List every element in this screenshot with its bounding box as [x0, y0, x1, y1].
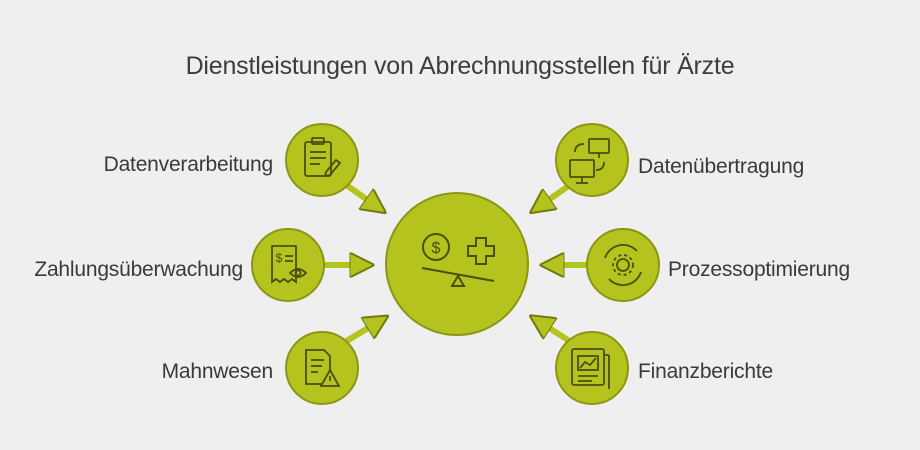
arrow-finanzberichte [540, 322, 573, 345]
label-prozessoptimierung: Prozessoptimierung [668, 258, 850, 281]
label-datenverarbeitung: Datenverarbeitung [103, 153, 274, 176]
label-finanzberichte: Finanzberichte [638, 360, 773, 383]
dollar-medical-balance-icon: $ [421, 233, 495, 287]
label-datenuebertragung: Datenübertragung [638, 155, 805, 178]
central-node: $ [385, 192, 529, 336]
gear-cycle-icon [604, 244, 642, 286]
document-warning-icon [305, 349, 341, 387]
diagram-title: Dienstleistungen von Abrechnungsstellen … [185, 52, 735, 80]
arrow-mahnwesen [343, 322, 378, 345]
svg-text:$: $ [276, 251, 283, 265]
label-mahnwesen: Mahnwesen [161, 360, 274, 383]
node-zahlungsueberwachung: $ [251, 228, 325, 302]
clipboard-edit-icon [304, 137, 342, 178]
svg-text:$: $ [432, 240, 441, 257]
receipt-eye-icon: $ [271, 245, 308, 284]
report-chart-icon [571, 348, 610, 389]
node-prozessoptimierung [586, 228, 660, 302]
node-finanzberichte [555, 331, 629, 405]
computer-transfer-icon [569, 138, 610, 184]
node-datenverarbeitung [285, 123, 359, 197]
label-zahlungsueberwachung: Zahlungsüberwachung [34, 258, 243, 281]
node-datenuebertragung [555, 123, 629, 197]
node-mahnwesen [285, 331, 359, 405]
